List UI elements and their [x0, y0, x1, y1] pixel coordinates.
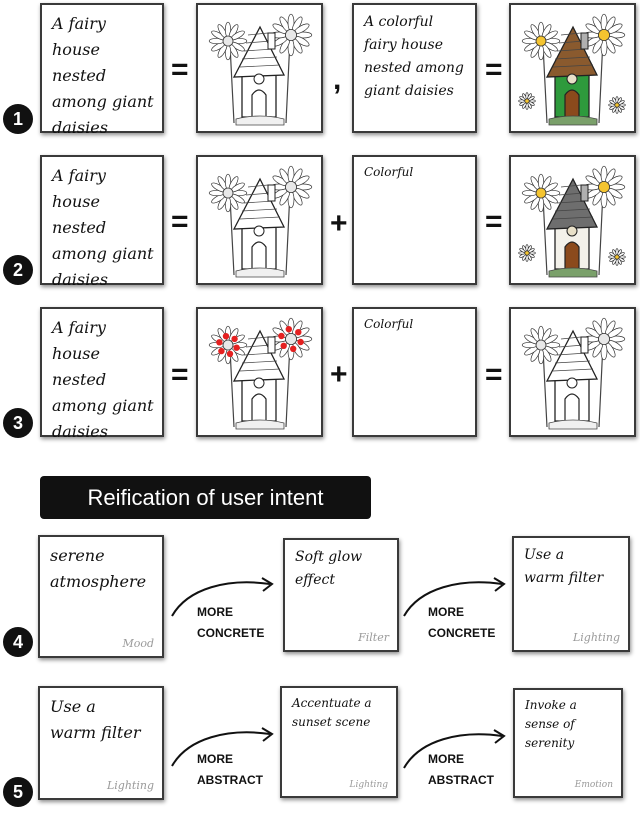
row5-arrow-label-2: MORE ABSTRACT: [428, 752, 494, 787]
row4-number-badge: 4: [3, 627, 33, 657]
row5-card-3-tag: Emotion: [574, 780, 613, 790]
row4-card-1: serene atmosphere Mood: [38, 535, 164, 658]
row4-card-3: Use a warm filter Lighting: [512, 536, 630, 652]
row1-number-badge: 1: [3, 104, 33, 134]
row2-number-badge: 2: [3, 255, 33, 285]
row2-prompt-text: A fairy house nested among giant daisies: [52, 166, 154, 289]
row1-prompt-card: A fairy house nested among giant daisies: [40, 3, 164, 137]
curved-arrow-icon: [403, 577, 506, 617]
row1-equals-1: =: [171, 53, 189, 86]
row4-card-3-text: Use a warm filter: [524, 547, 604, 586]
row4-arrow-label-2: MORE CONCRETE: [428, 605, 496, 640]
row5-card-2-text: Accentuate a sunset scene: [292, 696, 372, 729]
row5-number-badge: 5: [3, 777, 33, 807]
colored-house-icon: [518, 165, 626, 278]
row1-prompt-text: A fairy house nested among giant daisies: [52, 14, 154, 137]
row2-sketch-image: [196, 155, 323, 285]
row5-card-1-text: Use a warm filter: [50, 697, 141, 742]
row5-card-3: Invoke a sense of serenity Emotion: [513, 688, 623, 798]
row2-equals-2: =: [485, 205, 503, 238]
row1-modified-prompt-text: A colorful fairy house nested among gian…: [364, 14, 464, 99]
row5-arrow-label: MORE ABSTRACT: [197, 752, 263, 787]
row1-separator: ,: [333, 63, 342, 96]
row4-arrow-label: MORE CONCRETE: [197, 605, 265, 640]
row4-card-2-tag: Filter: [358, 631, 389, 644]
curved-arrow-icon: [403, 729, 506, 769]
row5-card-1-tag: Lighting: [106, 779, 154, 792]
house-sketch-icon: [521, 317, 626, 430]
row5-card-3-text: Invoke a sense of serenity: [525, 698, 577, 750]
row3-result-image: [509, 307, 636, 437]
row1-sketch-image: [196, 3, 323, 133]
row4-card-2-text: Soft glow effect: [295, 549, 363, 588]
row4-card-1-text: serene atmosphere: [50, 546, 147, 591]
row2-prompt-card: A fairy house nested among giant daisies: [40, 155, 164, 289]
curved-arrow-icon: [171, 727, 274, 767]
row3-plus: +: [330, 358, 348, 391]
row2-modifier-text: Colorful: [364, 165, 414, 179]
row1-modified-prompt-card: A colorful fairy house nested among gian…: [352, 3, 477, 133]
row3-equals-1: =: [171, 358, 189, 391]
row4-card-2: Soft glow effect Filter: [283, 538, 399, 652]
row5-card-2: Accentuate a sunset scene Lighting: [280, 686, 398, 798]
house-sketch-icon: [208, 13, 313, 126]
row3-modifier-card: Colorful: [352, 307, 477, 437]
row1-result-image: [509, 3, 636, 133]
row5-card-1: Use a warm filter Lighting: [38, 686, 164, 800]
reification-banner: Reification of user intent: [40, 476, 371, 519]
row2-plus: +: [330, 207, 348, 240]
row2-result-image: [509, 155, 636, 285]
row1-equals-2: =: [485, 53, 503, 86]
row2-equals-1: =: [171, 205, 189, 238]
row3-sketch-highlighted-image: [196, 307, 323, 437]
row4-card-1-tag: Mood: [122, 637, 154, 650]
row2-modifier-card: Colorful: [352, 155, 477, 285]
row3-equals-2: =: [485, 358, 503, 391]
colored-house-icon: [518, 13, 626, 126]
house-sketch-icon: [208, 165, 313, 278]
row4-card-3-tag: Lighting: [572, 631, 620, 644]
row3-number-badge: 3: [3, 408, 33, 438]
row3-prompt-text: A fairy house nested among giant daisies: [52, 318, 154, 441]
curved-arrow-icon: [171, 577, 274, 617]
row5-card-2-tag: Lighting: [349, 780, 388, 790]
row3-prompt-card: A fairy house nested among giant daisies: [40, 307, 164, 441]
house-sketch-icon: [208, 317, 313, 430]
row3-modifier-text: Colorful: [364, 317, 414, 331]
